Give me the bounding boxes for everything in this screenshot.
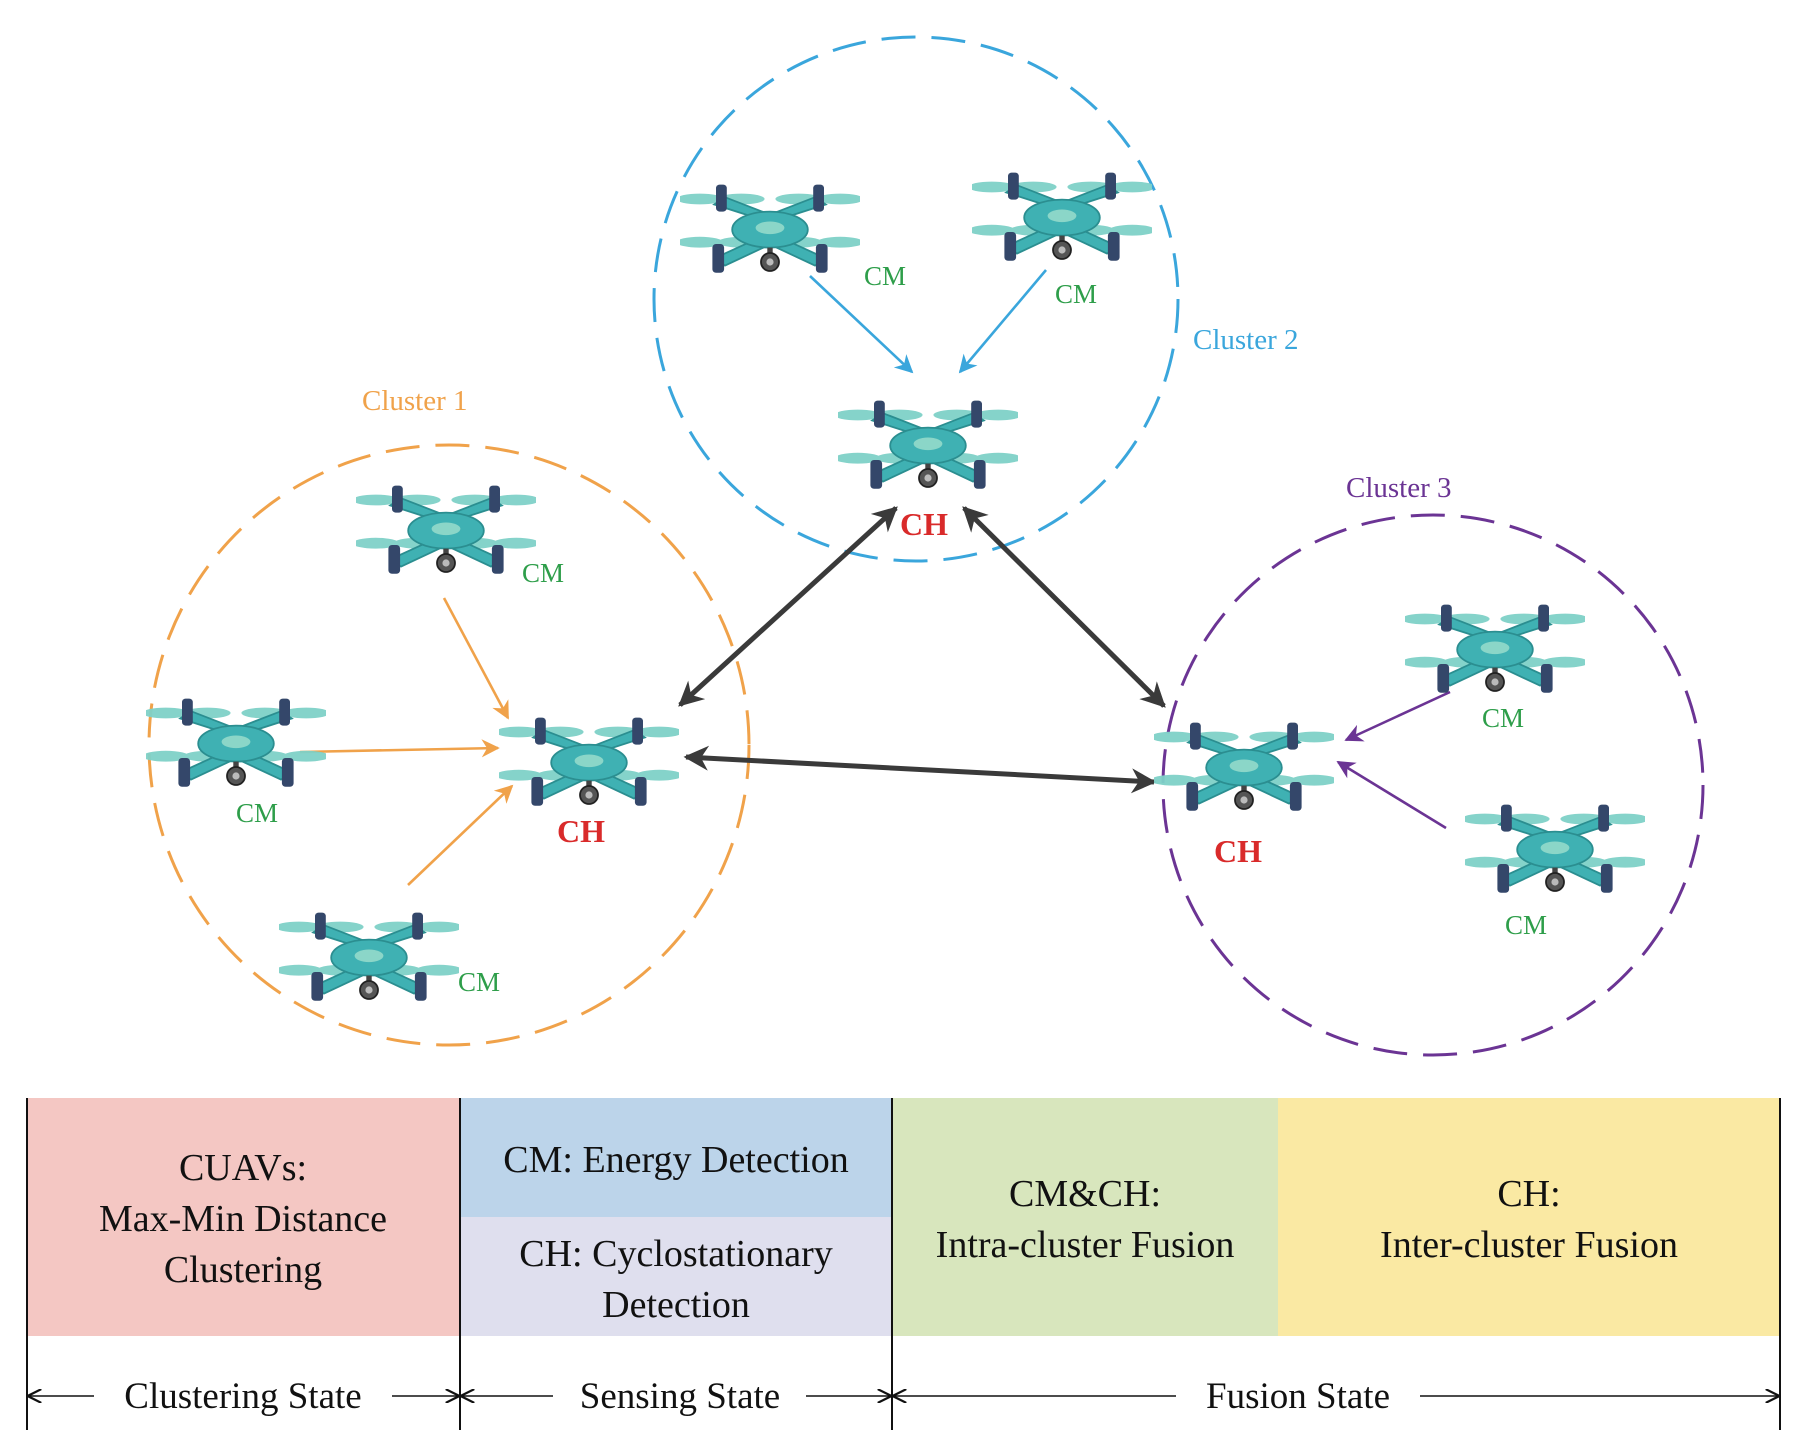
cluster-1-links xyxy=(299,597,514,886)
intra-fusion-box-line-2: Intra-cluster Fusion xyxy=(936,1224,1235,1266)
sensing-cm-box-line-1: CM: Energy Detection xyxy=(503,1139,848,1181)
cm-label: CM xyxy=(458,967,500,997)
quadcopter-drone-icon xyxy=(1154,721,1334,812)
cm-label: CM xyxy=(1505,910,1547,940)
cm-label: CM xyxy=(1482,703,1524,733)
link-ch1-ch3 xyxy=(683,745,1157,794)
clustering-state-label: Clustering State xyxy=(124,1376,361,1417)
cm-label: CM xyxy=(864,261,906,291)
quadcopter-drone-icon xyxy=(972,171,1152,262)
link-ch2-ch3 xyxy=(962,506,1166,708)
sensing-cm-box xyxy=(460,1098,892,1217)
inter-fusion-box-line-1: CH: xyxy=(1497,1173,1560,1215)
cluster-3-links xyxy=(1336,690,1451,830)
cm-label: CM xyxy=(236,798,278,828)
link-ch1-ch2 xyxy=(678,506,898,707)
ch-label: CH xyxy=(900,506,948,542)
clustering-box xyxy=(27,1098,460,1336)
sensing-ch-box xyxy=(460,1217,892,1336)
inter-fusion-box-line-2: Inter-cluster Fusion xyxy=(1380,1224,1678,1266)
quadcopter-drone-icon xyxy=(499,716,679,807)
cluster-3-boundary xyxy=(1161,513,1705,1057)
phase-table: CUAVs: Max-Min Distance Clustering CM: E… xyxy=(26,1098,1781,1430)
ch-label: CH xyxy=(1214,833,1262,869)
quadcopter-drone-icon xyxy=(146,697,326,788)
inter-cluster-links xyxy=(678,506,1166,794)
fusion-state-label: Fusion State xyxy=(1206,1376,1390,1417)
ch-label: CH xyxy=(557,813,605,849)
quadcopter-drone-icon xyxy=(1465,803,1645,894)
cluster-2-links xyxy=(809,269,1047,374)
quadcopter-drone-icon xyxy=(1405,603,1585,694)
sensing-ch-box-line-1: CH: Cyclostationary xyxy=(519,1233,832,1275)
quadcopter-drone-icon xyxy=(279,911,459,1002)
quadcopter-drone-icon xyxy=(838,399,1018,490)
clustering-box-line-3: Clustering xyxy=(164,1249,322,1291)
sensing-state-label: Sensing State xyxy=(580,1376,780,1417)
cluster-1-label: Cluster 1 xyxy=(362,385,468,417)
drones xyxy=(146,171,1645,1002)
cm-label: CM xyxy=(1055,279,1097,309)
cluster-1-boundary xyxy=(147,443,751,1047)
cm-label: CM xyxy=(522,558,564,588)
cluster-2-boundary xyxy=(652,35,1180,563)
clustering-box-line-2: Max-Min Distance xyxy=(99,1198,387,1240)
quadcopter-drone-icon xyxy=(680,183,860,274)
quadcopter-drone-icon xyxy=(356,484,536,575)
intra-fusion-box-line-1: CM&CH: xyxy=(1009,1173,1161,1215)
inter-fusion-box xyxy=(1278,1098,1780,1336)
sensing-ch-box-line-2: Detection xyxy=(602,1284,750,1326)
intra-fusion-box xyxy=(892,1098,1278,1336)
clustering-box-line-1: CUAVs: xyxy=(179,1147,307,1189)
cluster-2-label: Cluster 2 xyxy=(1193,324,1299,356)
cluster-3-label: Cluster 3 xyxy=(1346,472,1452,504)
